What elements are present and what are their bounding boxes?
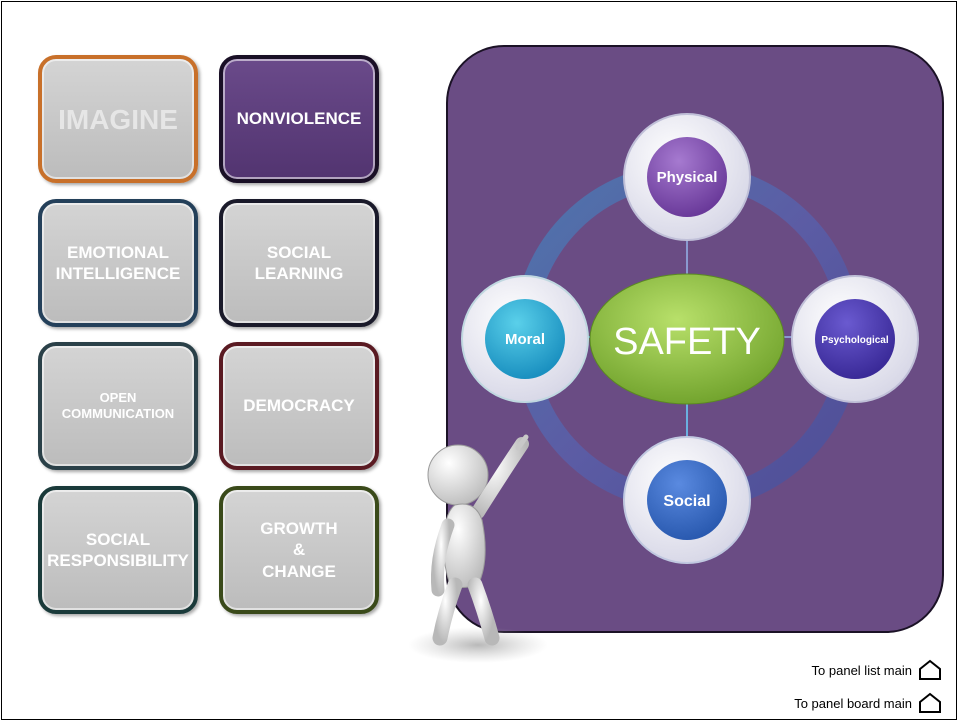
tile-imagine-label: IMAGINE: [58, 103, 178, 135]
tile-nonviolence-label: NONVIOLENCE: [236, 109, 362, 129]
node-moral-inner: [485, 299, 565, 379]
figure-body: [442, 503, 486, 588]
tile-social-learning-line1: SOCIAL: [266, 242, 332, 262]
node-psychological-label: Psychological: [821, 335, 888, 346]
tile-emotional-intelligence-line2: INTELLIGENCE: [55, 264, 181, 283]
panel-list-label: To panel list main: [811, 662, 912, 678]
tile-democracy[interactable]: DEMOCRACY: [219, 342, 379, 470]
tile-open-communication-line1: OPEN: [99, 389, 137, 405]
panel-board-link[interactable]: To panel board main: [794, 692, 942, 714]
tile-social-learning-line2: LEARNING: [254, 264, 344, 283]
tile-open-communication-line2: COMMUNICATION: [61, 406, 175, 421]
tile-imagine[interactable]: IMAGINE: [38, 55, 198, 183]
center-ellipse: [589, 273, 785, 405]
center-label: SAFETY: [613, 321, 761, 363]
tile-nonviolence[interactable]: NONVIOLENCE: [219, 55, 379, 183]
node-social-label: Social: [663, 493, 710, 510]
figure-shadow: [408, 627, 548, 663]
figure-raised-arm: [471, 437, 529, 519]
figure-head: [427, 444, 489, 506]
panel-list-link[interactable]: To panel list main: [812, 659, 942, 681]
panel-board-label: To panel board main: [794, 695, 912, 711]
tile-emotional-intelligence[interactable]: EMOTIONAL INTELLIGENCE: [38, 199, 198, 327]
tile-growth-change-line3: CHANGE: [262, 561, 336, 581]
home-icon: [919, 692, 941, 713]
node-physical-inner: [647, 137, 727, 217]
figure-pointing-finger: [515, 434, 529, 451]
tile-social-learning[interactable]: SOCIAL LEARNING: [219, 199, 379, 327]
figure-lower-arm: [430, 518, 455, 597]
tile-growth-change[interactable]: GROWTH&CHANGE: [219, 486, 379, 614]
figure-left-leg: [432, 577, 463, 646]
node-physical-label: Physical: [657, 169, 718, 186]
tile-democracy-label: DEMOCRACY: [243, 396, 355, 416]
tile-social-responsibility[interactable]: SOCIAL RESPONSIBILITY: [38, 486, 198, 614]
tile-growth-change-line1: GROWTH: [260, 519, 338, 539]
tile-social-responsibility-line2: RESPONSIBILITY: [47, 551, 189, 570]
tile-emotional-intelligence-line1: EMOTIONAL: [66, 242, 169, 262]
tile-social-responsibility-line1: SOCIAL: [85, 529, 151, 549]
figure-right-leg: [467, 577, 500, 646]
node-social-inner: [647, 460, 727, 540]
tile-growth-change-line2: &: [292, 540, 306, 560]
home-icon: [919, 659, 941, 680]
node-psychological-inner: [815, 299, 895, 379]
node-moral-label: Moral: [505, 331, 545, 348]
